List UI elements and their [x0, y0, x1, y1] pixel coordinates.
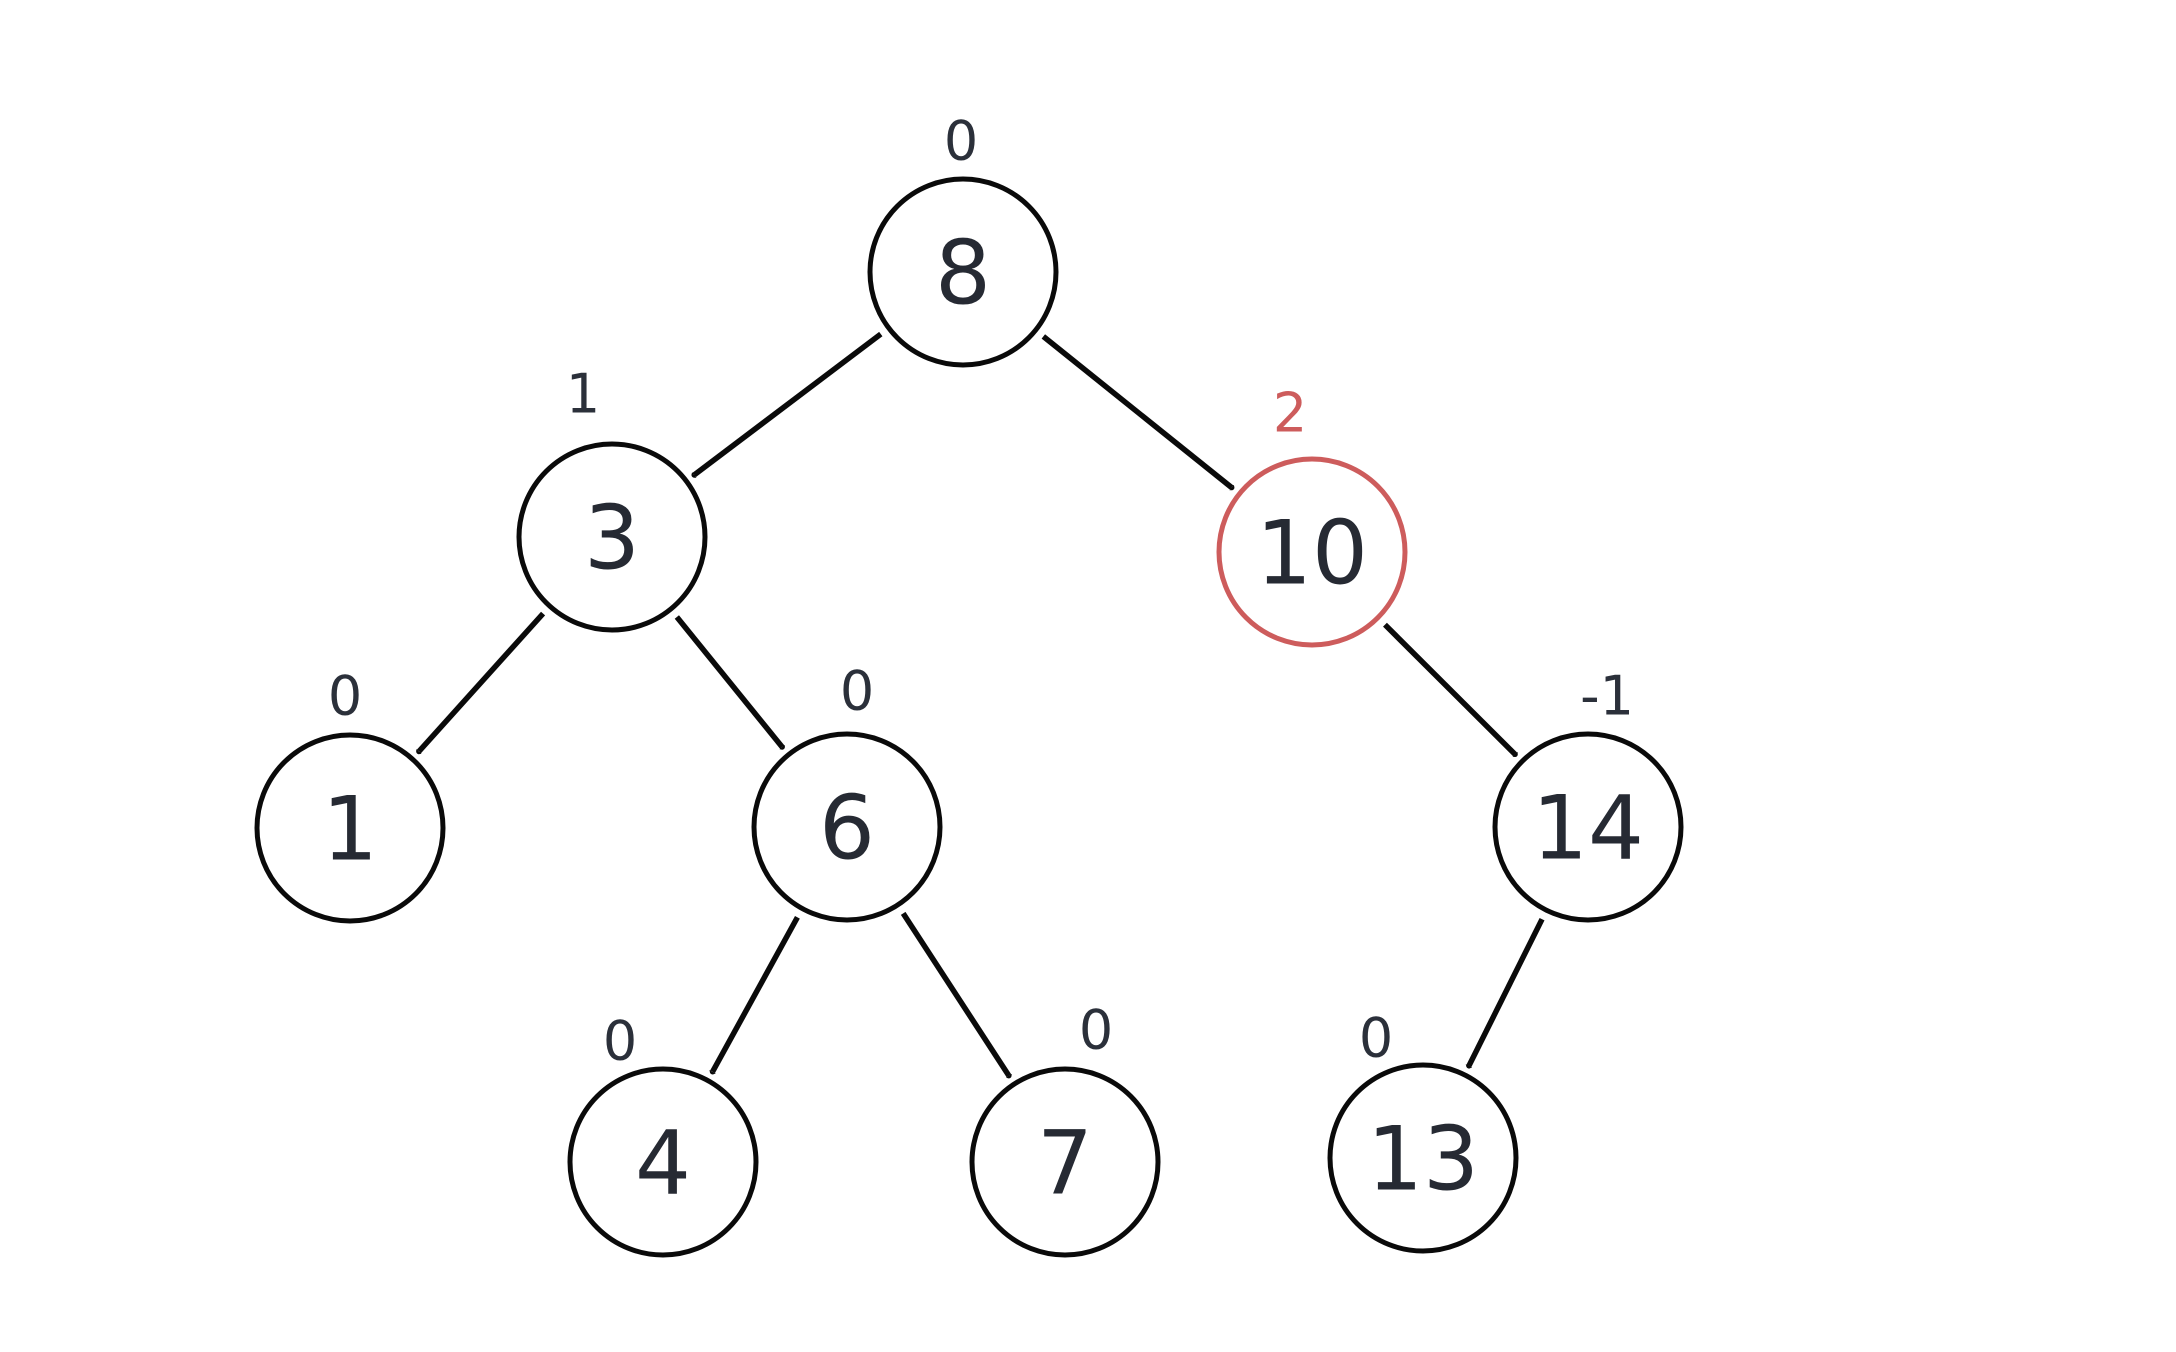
node-circle-14: [1492, 731, 1684, 923]
balance-factor-label: 0: [840, 659, 874, 722]
node-value-label: 13: [1367, 1108, 1479, 1211]
node-circle-13: [1327, 1062, 1519, 1254]
node-value-label: 8: [935, 222, 991, 325]
balance-factor-label: -1: [1580, 664, 1634, 727]
node-circle-1: [254, 732, 446, 924]
balance-factor-label: 2: [1273, 381, 1307, 444]
node-value-label: 3: [584, 487, 640, 590]
tree-node-8: 80: [867, 109, 1059, 368]
node-circle-10-highlighted: [1216, 456, 1408, 648]
edge-8-3: [694, 331, 883, 475]
tree-node-7: 70: [969, 998, 1161, 1258]
node-value-label: 1: [322, 778, 378, 881]
tree-node-13: 13 0: [1327, 1006, 1519, 1254]
node-circle-7: [969, 1066, 1161, 1258]
node-value-label: 6: [819, 777, 875, 880]
tree-node-4: 40: [567, 1009, 759, 1258]
node-circle-8: [867, 176, 1059, 368]
edge-8-10: [1041, 334, 1231, 487]
node-circle-6: [751, 731, 943, 923]
edge-6-4: [713, 915, 800, 1071]
node-value-label: 7: [1037, 1112, 1093, 1215]
tree-node-3: 31: [516, 362, 708, 633]
node-circle-3: [516, 441, 708, 633]
edge-3-6: [674, 615, 782, 747]
balance-factor-label: 0: [328, 664, 362, 727]
tree-node-10: 10 2: [1216, 381, 1408, 648]
edge-14-13: [1469, 917, 1545, 1066]
edge-3-1: [419, 611, 546, 752]
node-value-label: 4: [635, 1112, 691, 1215]
balance-factor-label: 0: [1359, 1006, 1393, 1069]
tree-node-14: 14 -1: [1492, 664, 1684, 923]
balance-factor-label: 0: [603, 1009, 637, 1072]
tree-node-6: 60: [751, 659, 943, 923]
node-value-label: 10: [1256, 502, 1368, 605]
balance-factor-label: 0: [1079, 998, 1113, 1061]
edge-6-7: [900, 911, 1009, 1075]
tree-node-1: 10: [254, 664, 446, 924]
edge-10-14: [1383, 622, 1515, 755]
balance-factor-label: 1: [566, 362, 600, 425]
node-circle-4: [567, 1066, 759, 1258]
node-value-label: 14: [1532, 777, 1644, 880]
balance-factor-label: 0: [944, 109, 978, 172]
